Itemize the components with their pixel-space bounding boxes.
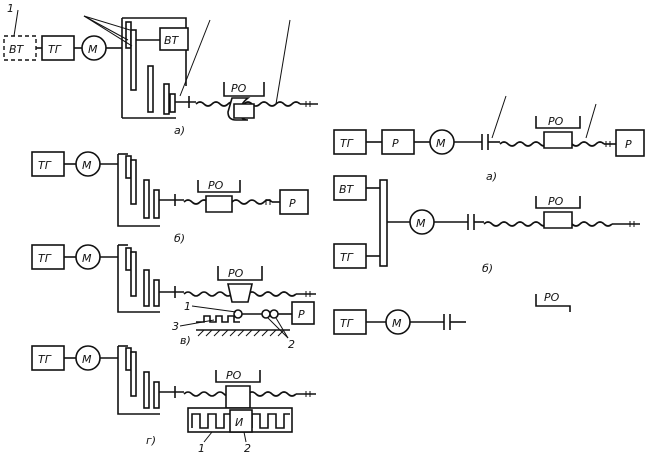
vt-label: ВТ <box>339 183 355 196</box>
label-number-3: 3 <box>172 320 179 333</box>
r-box <box>291 301 315 325</box>
scheme-left-g: ТГ М РО И 1 2 г) <box>31 345 316 454</box>
scheme-right-b: ВТ ТГ М РО б) <box>333 175 640 275</box>
i-label: И <box>235 416 243 429</box>
r-label: Р <box>392 137 399 150</box>
ro-label: РО <box>544 291 560 304</box>
tg-box <box>333 243 367 269</box>
label-number-2: 2 <box>244 442 251 454</box>
tg-label: ТГ <box>38 353 52 366</box>
r-label: Р <box>298 308 305 321</box>
caption-right-a: а) <box>486 170 497 183</box>
scheme-left-a: ВТ ТГ М ВТ РО 1 <box>3 2 318 137</box>
caption-left-b: б) <box>174 232 185 245</box>
r-box <box>279 189 309 215</box>
ro-label: РО <box>228 267 244 280</box>
motor-label: М <box>82 353 92 366</box>
vt-box-dashed <box>3 35 37 61</box>
caption-right-b: б) <box>482 262 493 275</box>
scheme-right-v: ТГ М РО <box>333 291 571 335</box>
tg-label: ТГ <box>340 251 354 264</box>
r-label-2: Р <box>625 138 632 151</box>
tg-label: ТГ <box>340 317 354 330</box>
tg-label: ТГ <box>340 137 354 150</box>
scheme-left-v: ТГ М РО Р <box>31 244 316 351</box>
tg-label: ТГ <box>38 252 52 265</box>
tg-box <box>31 345 65 371</box>
motor-label: М <box>416 217 426 230</box>
vt-label: ВТ <box>9 43 25 56</box>
tg-label: ТГ <box>48 43 62 56</box>
r-box-2 <box>615 129 645 157</box>
ro-label: РО <box>226 369 242 382</box>
label-number-1: 1 <box>7 2 14 15</box>
r-label: Р <box>289 197 296 210</box>
label-number-1: 1 <box>184 300 191 313</box>
ro-label: РО <box>548 115 564 128</box>
motor-label: М <box>82 252 92 265</box>
label-number-2: 2 <box>288 338 295 351</box>
vt-label-2: ВТ <box>164 34 180 47</box>
motor-label: М <box>436 137 446 150</box>
motor-label: М <box>82 159 92 172</box>
ro-label: РО <box>208 179 224 192</box>
caption-left-g: г) <box>146 434 156 447</box>
ro-label: РО <box>548 195 564 208</box>
inductor-box <box>229 409 253 433</box>
caption-left-a: а) <box>174 124 185 137</box>
motor-label: М <box>88 43 98 56</box>
scheme-right-a: ТГ Р М Р РО а) <box>333 95 645 183</box>
caption-left-v: в) <box>180 334 191 347</box>
vt-box <box>159 27 189 51</box>
ro-label: РО <box>231 82 247 95</box>
scheme-left-b: ТГ М Р РО б) <box>31 151 309 245</box>
motor-label: М <box>392 317 402 330</box>
tg-label: ТГ <box>38 159 52 172</box>
label-number-1: 1 <box>198 442 205 454</box>
